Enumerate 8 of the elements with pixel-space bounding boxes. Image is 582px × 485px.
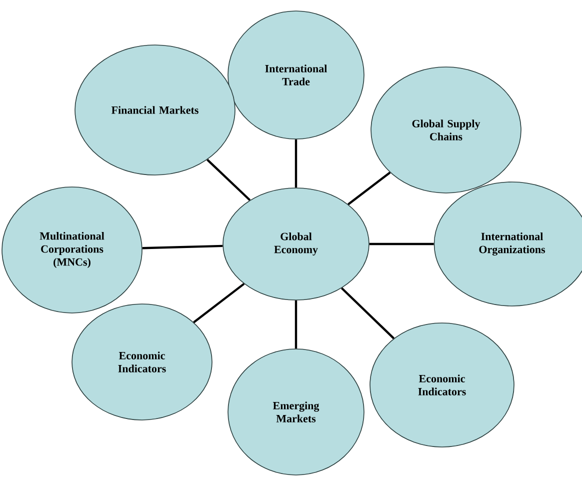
connector-line	[369, 242, 434, 246]
connector-line	[294, 300, 298, 349]
connector-line	[206, 158, 251, 201]
connector-line	[294, 139, 298, 188]
connector-line	[340, 287, 395, 340]
connector-line	[193, 282, 245, 324]
connector-line	[348, 172, 391, 206]
connector-line	[142, 244, 223, 250]
